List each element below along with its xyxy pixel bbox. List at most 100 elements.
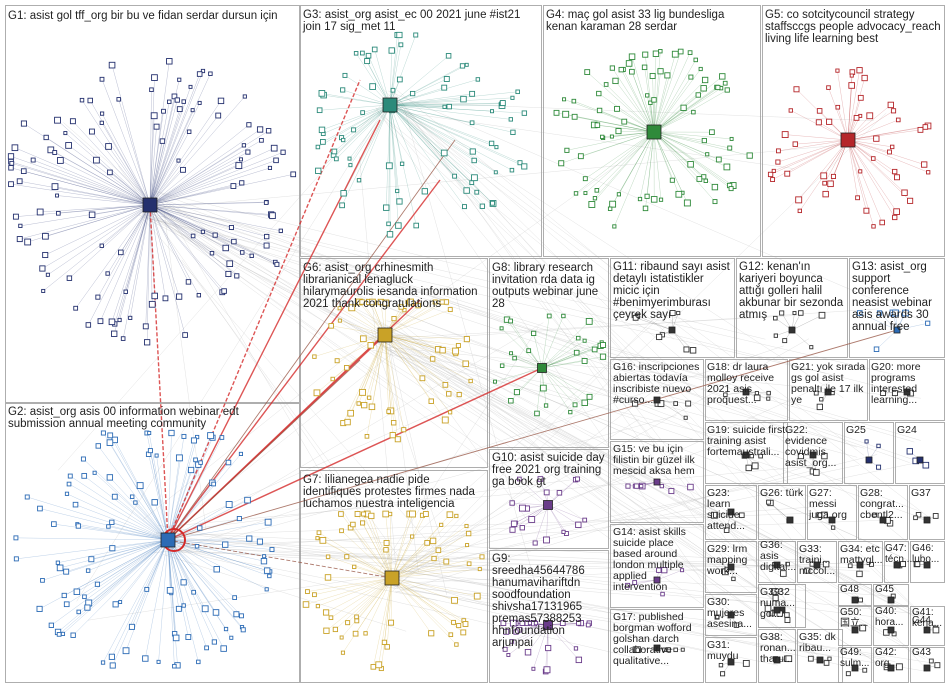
node[interactable] [84, 604, 91, 611]
node[interactable] [729, 136, 734, 141]
node[interactable] [60, 631, 66, 636]
node[interactable] [739, 512, 745, 519]
node[interactable] [305, 589, 310, 594]
node[interactable] [490, 109, 495, 114]
node[interactable] [382, 510, 390, 518]
node[interactable] [645, 93, 650, 98]
node[interactable] [47, 146, 55, 154]
node[interactable] [857, 94, 864, 101]
node[interactable] [871, 224, 876, 229]
node[interactable] [809, 345, 814, 350]
node[interactable] [174, 97, 180, 103]
node[interactable] [892, 309, 899, 317]
node[interactable] [650, 196, 658, 203]
node[interactable] [439, 522, 444, 527]
node[interactable] [211, 639, 217, 645]
node[interactable] [201, 605, 209, 613]
node[interactable] [381, 639, 388, 645]
node[interactable] [509, 500, 515, 506]
node[interactable] [76, 609, 81, 615]
node[interactable] [7, 153, 15, 160]
node[interactable] [85, 568, 91, 573]
node[interactable] [100, 430, 106, 436]
node[interactable] [711, 183, 719, 191]
node[interactable] [238, 451, 244, 456]
node[interactable] [460, 95, 467, 103]
node[interactable] [468, 378, 473, 384]
node[interactable] [687, 50, 693, 55]
hub-node-g31[interactable] [727, 658, 735, 666]
node[interactable] [401, 427, 407, 433]
node[interactable] [106, 439, 114, 446]
node[interactable] [99, 111, 105, 116]
node[interactable] [753, 394, 761, 402]
node[interactable] [633, 483, 640, 489]
node[interactable] [228, 224, 234, 230]
node[interactable] [172, 634, 180, 642]
node[interactable] [469, 148, 476, 155]
node[interactable] [849, 73, 854, 78]
node[interactable] [798, 310, 804, 316]
node[interactable] [443, 558, 450, 565]
node[interactable] [120, 336, 126, 341]
node[interactable] [264, 587, 269, 592]
node[interactable] [256, 538, 264, 545]
node[interactable] [440, 149, 448, 157]
node[interactable] [688, 74, 694, 80]
hub-node-g28[interactable] [879, 516, 887, 524]
node[interactable] [211, 481, 216, 487]
node[interactable] [459, 63, 466, 69]
node[interactable] [445, 53, 452, 59]
node[interactable] [858, 169, 863, 174]
node[interactable] [316, 530, 322, 536]
node[interactable] [830, 525, 836, 530]
node[interactable] [142, 655, 149, 662]
node[interactable] [324, 574, 332, 581]
node[interactable] [473, 592, 481, 600]
node[interactable] [180, 166, 186, 173]
node[interactable] [354, 511, 361, 517]
node[interactable] [36, 605, 43, 612]
node[interactable] [217, 97, 225, 105]
node[interactable] [751, 462, 759, 470]
node[interactable] [386, 409, 391, 414]
node[interactable] [144, 339, 151, 346]
node[interactable] [20, 120, 28, 127]
node[interactable] [711, 511, 718, 519]
node[interactable] [493, 379, 497, 384]
node[interactable] [419, 375, 426, 382]
node[interactable] [116, 97, 121, 102]
node[interactable] [151, 74, 158, 81]
node[interactable] [99, 243, 104, 248]
node[interactable] [673, 401, 679, 406]
node[interactable] [742, 660, 750, 667]
node[interactable] [582, 517, 588, 523]
node[interactable] [797, 453, 804, 460]
node[interactable] [359, 335, 367, 343]
node[interactable] [691, 109, 696, 115]
node[interactable] [339, 528, 344, 534]
node[interactable] [701, 137, 707, 144]
node[interactable] [490, 200, 495, 206]
node[interactable] [629, 68, 635, 75]
node[interactable] [518, 504, 526, 512]
node[interactable] [231, 238, 237, 245]
node[interactable] [153, 123, 160, 130]
node[interactable] [225, 459, 232, 466]
node[interactable] [375, 661, 383, 669]
node[interactable] [37, 505, 43, 512]
node[interactable] [932, 513, 939, 519]
node[interactable] [198, 460, 203, 465]
node[interactable] [100, 660, 106, 665]
node[interactable] [55, 560, 61, 565]
node[interactable] [848, 82, 855, 89]
node[interactable] [586, 393, 593, 400]
node[interactable] [705, 152, 710, 157]
node[interactable] [24, 238, 32, 246]
node[interactable] [16, 178, 23, 185]
node[interactable] [398, 304, 404, 310]
node[interactable] [447, 307, 453, 313]
hub-node-g40[interactable] [887, 626, 895, 634]
node[interactable] [212, 232, 218, 238]
node[interactable] [175, 454, 183, 462]
